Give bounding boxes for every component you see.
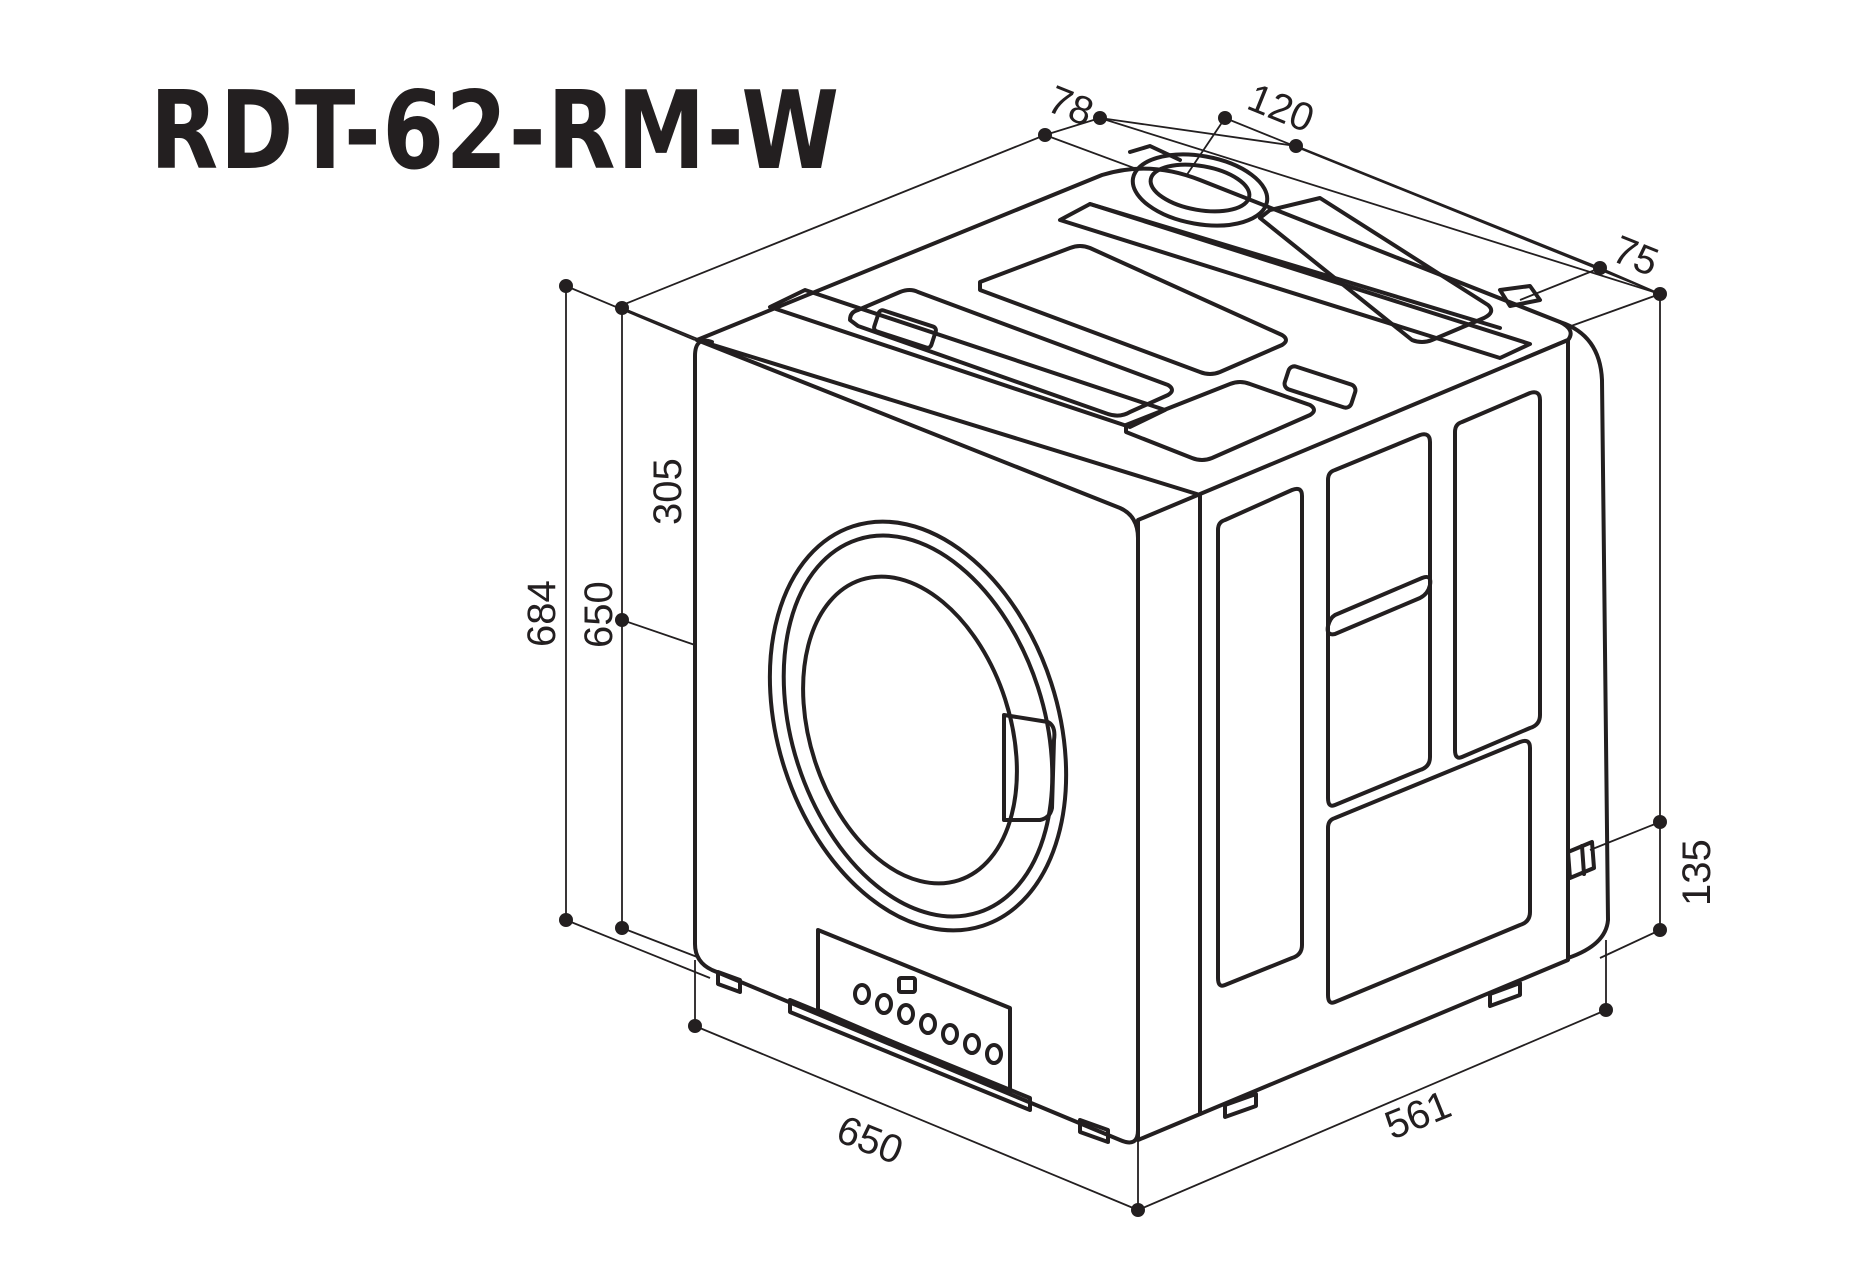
dim-label-305: 305	[646, 458, 690, 525]
lint-filter-inner	[1148, 162, 1252, 214]
control-knob	[897, 1003, 915, 1025]
top-small-button	[872, 308, 938, 350]
side-panel-2	[1326, 432, 1432, 808]
door-handle	[1002, 713, 1057, 822]
front-face	[693, 338, 1140, 1145]
door-ring-outer	[767, 519, 1069, 933]
side-panel-4	[1326, 738, 1532, 1005]
foot	[1223, 1092, 1258, 1119]
rear-outlet	[1566, 840, 1596, 880]
control-knob	[853, 983, 871, 1005]
dim-label-135: 135	[1675, 839, 1719, 906]
top-right-panel	[1258, 196, 1494, 344]
control-panel-knobs	[853, 983, 1003, 1065]
side-panel-3	[1453, 390, 1542, 760]
lint-filter-outer	[1130, 152, 1270, 228]
dimension-dots	[559, 111, 1667, 1217]
control-knob	[985, 1043, 1003, 1065]
dim-label-120: 120	[1242, 76, 1320, 142]
top-long-strip	[1058, 202, 1532, 360]
foot	[1488, 981, 1522, 1008]
kick-plate	[788, 998, 1032, 1112]
dryer-body	[693, 144, 1610, 1145]
control-panel	[816, 928, 1012, 1094]
dim-label-684: 684	[520, 580, 564, 647]
control-knob	[941, 1023, 959, 1045]
top-panel-2	[978, 244, 1288, 376]
top-small-button-2	[1282, 364, 1358, 410]
foot	[716, 970, 742, 994]
control-knob	[919, 1013, 937, 1035]
door-glass	[801, 574, 1019, 886]
model-title: RDT-62-RM-W	[150, 69, 841, 194]
control-knob	[875, 993, 893, 1015]
door-ring-inner	[781, 533, 1055, 919]
top-panel-3	[1124, 380, 1316, 462]
control-knob	[963, 1033, 981, 1055]
side-panel-1	[1216, 486, 1304, 988]
foot	[1078, 1118, 1110, 1144]
top-panel-1	[848, 288, 1174, 418]
top-face	[695, 166, 1573, 497]
control-panel-button-square	[897, 976, 917, 994]
rear-right-profile	[1558, 320, 1610, 960]
dim-label-650-horizontal: 650	[831, 1108, 909, 1174]
side-panel-2-handle	[1325, 574, 1433, 637]
dim-label-650-vertical: 650	[577, 581, 621, 648]
dim-label-78: 78	[1042, 78, 1100, 135]
dim-label-561: 561	[1379, 1083, 1457, 1149]
